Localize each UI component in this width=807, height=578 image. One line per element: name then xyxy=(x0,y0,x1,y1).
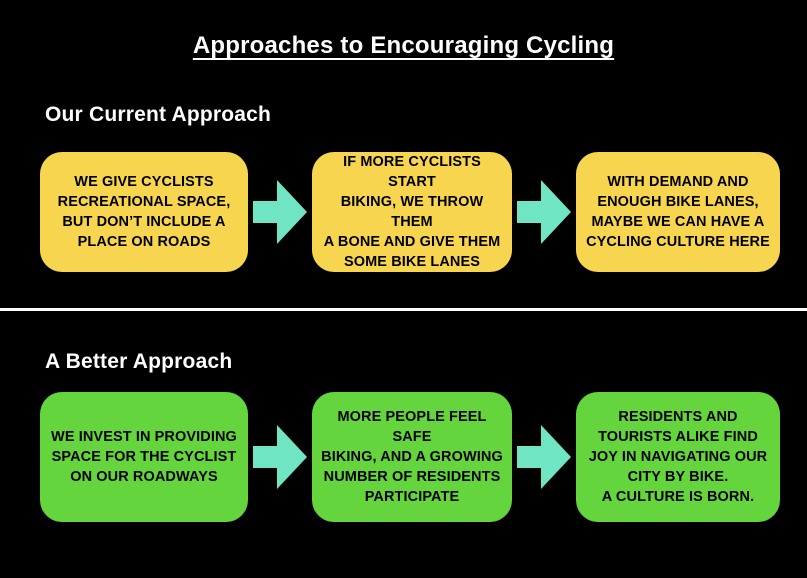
page-title-text: Approaches to Encouraging Cycling xyxy=(192,32,615,59)
section-heading-current-approach: Our Current Approach xyxy=(45,103,272,126)
flow-box-current-1: WE GIVE CYCLISTS RECREATIONAL SPACE, BUT… xyxy=(40,152,248,272)
flow-box-better-3: RESIDENTS AND TOURISTS ALIKE FIND JOY IN… xyxy=(576,392,780,522)
flow-row-better-approach: WE INVEST IN PROVIDING SPACE FOR THE CYC… xyxy=(40,392,780,522)
arrow-head xyxy=(277,180,307,244)
arrow-tail xyxy=(253,446,277,468)
arrow-slot xyxy=(248,392,312,522)
arrow-head xyxy=(277,425,307,489)
arrow-tail xyxy=(253,201,277,223)
flow-box-current-3: WITH DEMAND AND ENOUGH BIKE LANES, MAYBE… xyxy=(576,152,780,272)
arrow-right-icon xyxy=(253,425,307,489)
arrow-tail xyxy=(517,201,541,223)
arrow-tail xyxy=(517,446,541,468)
arrow-right-icon xyxy=(517,180,571,244)
arrow-slot xyxy=(248,152,312,272)
flow-row-current-approach: WE GIVE CYCLISTS RECREATIONAL SPACE, BUT… xyxy=(40,152,780,272)
section-divider-line xyxy=(0,308,807,311)
flow-box-current-2: IF MORE CYCLISTS START BIKING, WE THROW … xyxy=(312,152,512,272)
arrow-right-icon xyxy=(517,425,571,489)
flow-box-better-1: WE INVEST IN PROVIDING SPACE FOR THE CYC… xyxy=(40,392,248,522)
arrow-head xyxy=(541,180,571,244)
page-title: Approaches to Encouraging Cycling xyxy=(0,32,807,60)
arrow-head xyxy=(541,425,571,489)
flow-box-better-2: MORE PEOPLE FEEL SAFE BIKING, AND A GROW… xyxy=(312,392,512,522)
arrow-right-icon xyxy=(253,180,307,244)
arrow-slot xyxy=(512,152,576,272)
arrow-slot xyxy=(512,392,576,522)
section-heading-better-approach: A Better Approach xyxy=(45,350,233,373)
